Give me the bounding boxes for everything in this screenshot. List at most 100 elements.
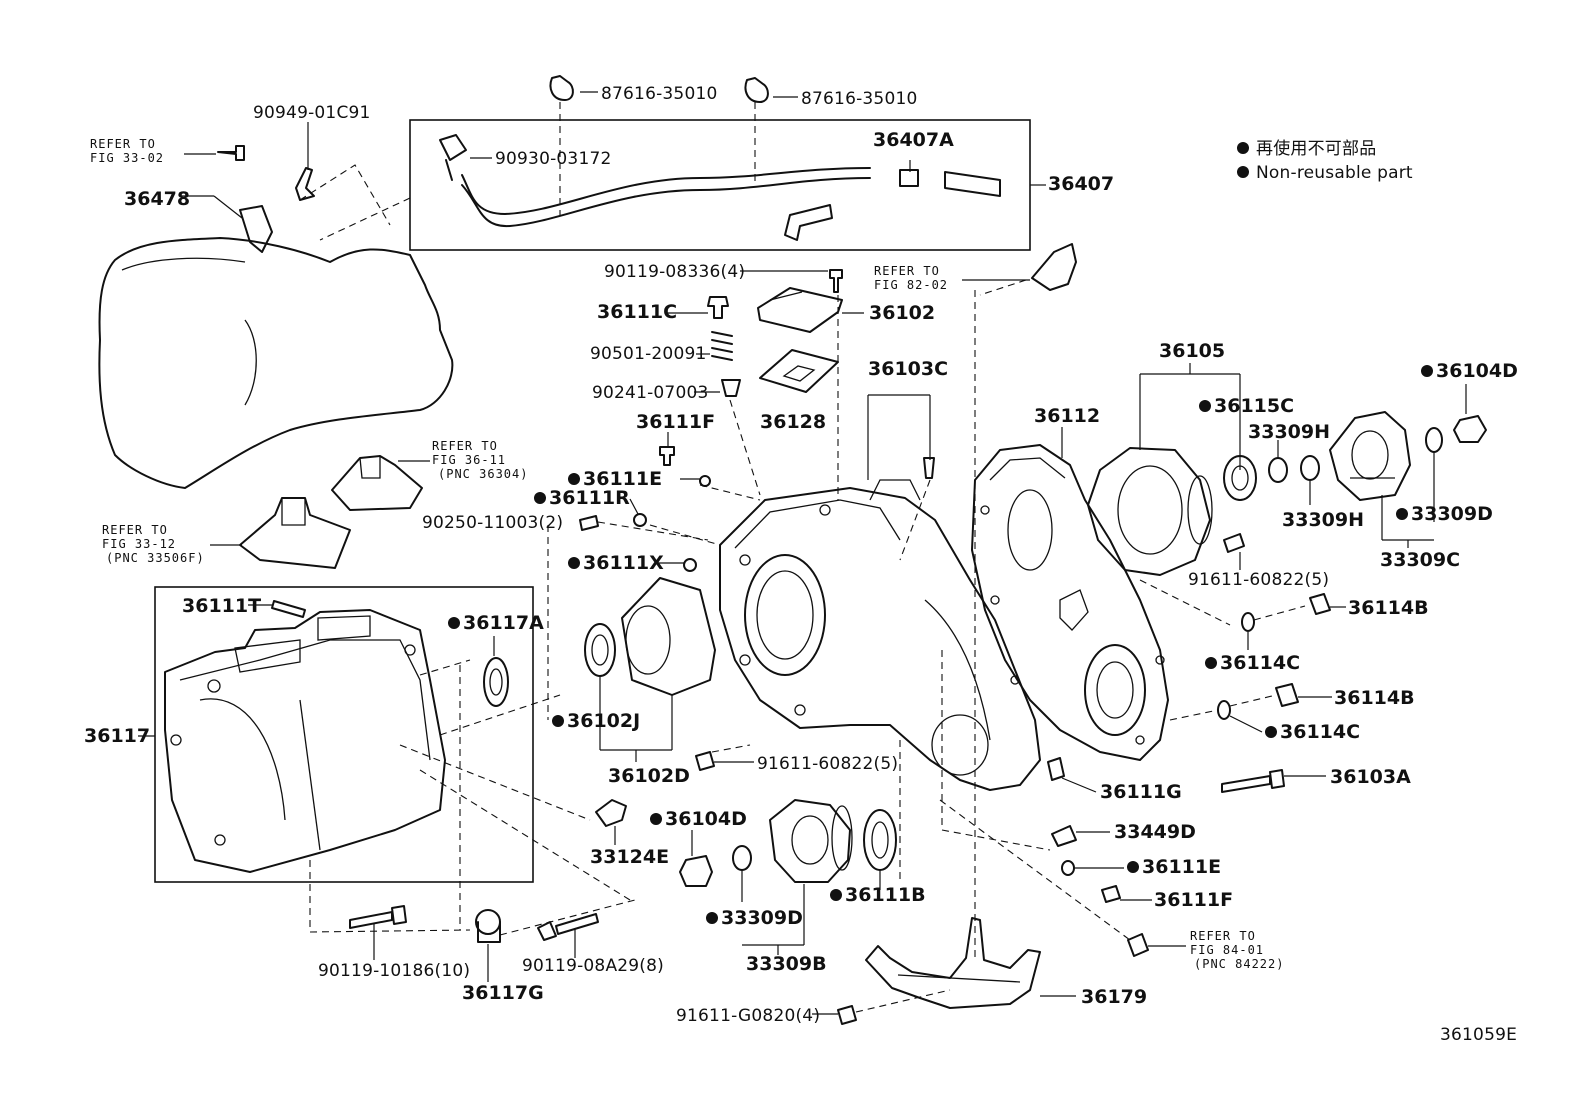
label-36111R: 36111R: [549, 487, 630, 509]
bolt-91611-60822-a: [1223, 533, 1245, 553]
bolt-36103A: [1221, 769, 1285, 793]
label-36407A: 36407A: [873, 129, 954, 151]
label-91611-60822-b: 91611-60822(5): [757, 754, 898, 774]
label-36112: 36112: [1034, 405, 1100, 427]
plug-36117G: [475, 909, 501, 943]
refer-33-12-line3: (PNC 33506F): [106, 551, 205, 565]
refer-33-02-line2: FIG 33-02: [90, 151, 164, 165]
cover-36-11: [331, 455, 423, 511]
ball-90241: [721, 379, 741, 397]
gasket-36111E-top: [699, 475, 711, 487]
plug-33449D: [1051, 825, 1077, 847]
label-36104D-top: 36104D: [1436, 360, 1518, 382]
refer-84-01-line2: FIG 84-01: [1190, 943, 1264, 957]
rear-cover-36102D: [621, 577, 716, 696]
legend: 再使用不可部品 Non-reusable part: [1237, 138, 1413, 183]
seal-36117A: [483, 657, 509, 707]
nut-36104D-top: [1453, 415, 1487, 443]
label-36128: 36128: [760, 411, 826, 433]
label-36111F-bottom: 36111F: [1154, 889, 1233, 911]
pin-36103C: [923, 457, 935, 479]
label-36105: 36105: [1159, 340, 1225, 362]
plug-33124E: [595, 799, 627, 827]
label-36111X: 36111X: [583, 552, 664, 574]
refer-notes: REFER TO FIG 33-02 REFER TO FIG 82-02 RE…: [90, 137, 1283, 971]
clip-87616-b: [744, 77, 769, 103]
bracket-36179: [865, 917, 1041, 1009]
gasket-36114C-a: [1241, 612, 1255, 632]
clip-87616-a: [549, 75, 574, 101]
label-91611-60822-a: 91611-60822(5): [1188, 570, 1329, 590]
flange-33309B: [769, 799, 853, 883]
label-90949-01C91: 90949-01C91: [253, 103, 371, 123]
label-36114C-a: 36114C: [1220, 652, 1300, 674]
label-36115C: 36115C: [1214, 395, 1294, 417]
label-36117: 36117: [84, 725, 150, 747]
bolt-91611-60822-b: [695, 751, 715, 771]
cover-36105: [1087, 447, 1213, 576]
hose-36407: [439, 134, 1001, 241]
legend-line-jp: 再使用不可部品: [1256, 138, 1376, 159]
refer-33-02-line1: REFER TO: [90, 137, 156, 151]
seal-36102J: [584, 623, 616, 677]
transmission-housing-outline: [98, 237, 454, 489]
label-36111E-top: 36111E: [583, 468, 662, 490]
plug-36111F-bottom: [1101, 885, 1121, 903]
label-91611-G0820: 91611-G0820(4): [676, 1006, 820, 1026]
legend-line-en: Non-reusable part: [1256, 163, 1413, 183]
washer-33309H-b: [1300, 455, 1320, 481]
bolt-90949-area: [217, 145, 315, 253]
label-33124E: 33124E: [590, 846, 669, 868]
label-36104D-bottom: 36104D: [665, 808, 747, 830]
label-36117G: 36117G: [462, 982, 544, 1004]
refer-33-12-line1: REFER TO: [102, 523, 168, 537]
nut-36104D-bottom: [679, 855, 713, 887]
washer-33309D-bottom: [732, 845, 752, 871]
label-36111E-bottom: 36111E: [1142, 856, 1221, 878]
label-36102J: 36102J: [567, 710, 640, 732]
extension-housing-box: [154, 586, 534, 883]
label-33309C: 33309C: [1380, 549, 1460, 571]
pin-36111T: [271, 600, 306, 618]
refer-33-12-line2: FIG 33-12: [102, 537, 176, 551]
gasket-36111R: [633, 513, 647, 527]
plug-36111C: [707, 296, 729, 319]
washer-33309D-r: [1425, 427, 1443, 453]
label-33309H-a: 33309H: [1248, 421, 1330, 443]
label-36114B-b: 36114B: [1334, 687, 1415, 709]
bearing-36115C: [1223, 455, 1257, 501]
refer-82-02-line1: REFER TO: [874, 264, 940, 278]
label-90250-11003: 90250-11003(2): [422, 513, 563, 533]
label-87616-35010-a: 87616-35010: [601, 84, 718, 104]
label-90501-20091: 90501-20091: [590, 344, 707, 364]
label-36179: 36179: [1081, 986, 1147, 1008]
bolt-91611-G0820: [837, 1005, 857, 1025]
label-36117A: 36117A: [463, 612, 544, 634]
pin-36111G: [1047, 757, 1065, 781]
label-90241-07003: 90241-07003: [592, 383, 709, 403]
spring-90501: [711, 331, 733, 361]
legend-dot-2: [1237, 166, 1249, 178]
label-87616-35010-b: 87616-35010: [801, 89, 918, 109]
label-36111T: 36111T: [182, 595, 261, 617]
gasket-36128: [759, 349, 839, 393]
label-90119-08A29: 90119-08A29(8): [522, 956, 664, 976]
label-36103C: 36103C: [868, 358, 948, 380]
rear-case-36112: [971, 444, 1169, 761]
sensor-84-01: [1127, 933, 1149, 957]
plug-36111F-top: [659, 446, 675, 466]
label-90930-03172: 90930-03172: [495, 149, 612, 169]
gasket-36111E-bottom: [1061, 860, 1075, 876]
label-33309D-right: 33309D: [1411, 503, 1493, 525]
gasket-36114C-b: [1217, 700, 1231, 720]
label-33309D-bottom: 33309D: [721, 907, 803, 929]
bolt-90119-08A29: [537, 913, 599, 941]
refer-36-11-line1: REFER TO: [432, 439, 498, 453]
label-36478: 36478: [124, 188, 190, 210]
label-36111C: 36111C: [597, 301, 677, 323]
bolt-90119-08336: [829, 269, 843, 293]
transfer-case-front-36103: [719, 479, 1041, 791]
label-90119-08336: 90119-08336(4): [604, 262, 745, 282]
